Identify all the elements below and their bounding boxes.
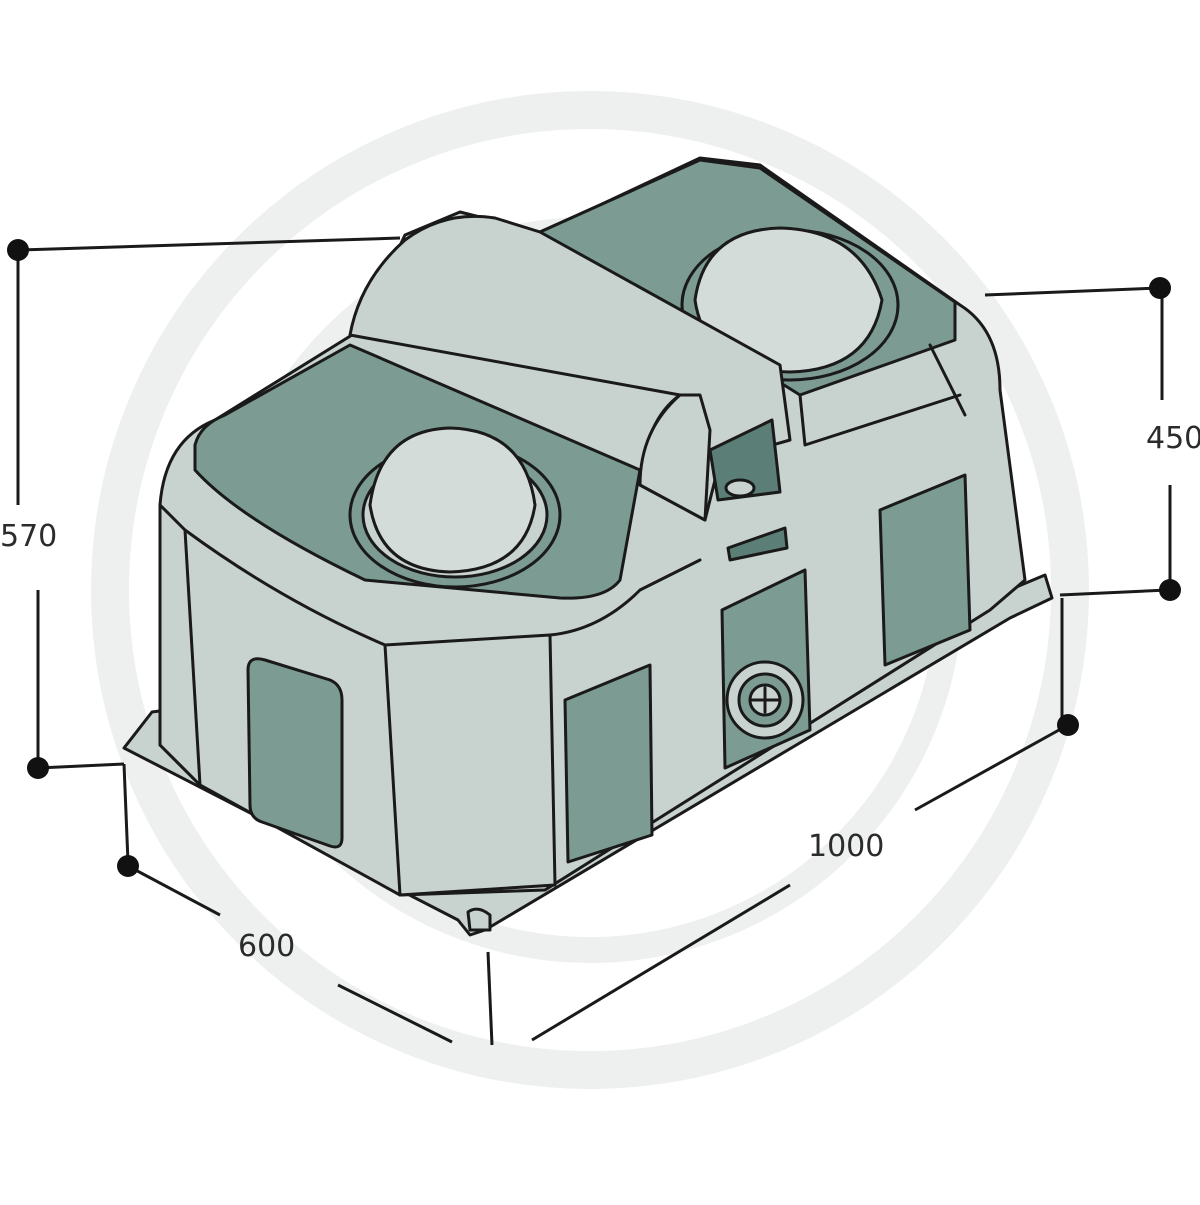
dimension-label-570: 570 [0, 519, 58, 554]
dim-570-bottom-dot [27, 757, 49, 779]
drain-valve-slot [750, 686, 780, 714]
dim-1000-right-dot [1057, 714, 1079, 736]
side-window-4 [878, 473, 972, 667]
dimension-lines [16, 236, 1172, 1046]
dimension-label-600: 600 [238, 929, 296, 964]
watermark-outer-ring [91, 91, 1089, 1089]
dim-1000-left-extension [486, 951, 494, 1046]
dim-450-bottom-extension [1059, 588, 1169, 597]
dim-600-left-dot [117, 855, 139, 877]
dim-600-line-upper [127, 864, 221, 917]
front-corner-panel [383, 633, 557, 897]
valve-box-hole [724, 478, 756, 498]
body-contour-front [183, 528, 702, 647]
left-corner-panel [158, 503, 202, 787]
dim-600-left-extension [122, 763, 130, 863]
dim-570-top-dot [7, 239, 29, 261]
dim-450-top-extension [984, 286, 1161, 297]
dim-450-top-dot [1149, 277, 1171, 299]
dim-570-top-extension [19, 236, 401, 252]
dimension-label-1000: 1000 [808, 829, 885, 864]
valve-box-opening [708, 418, 782, 502]
left-ball-valve-dome [368, 426, 537, 574]
center-cover-front [638, 393, 712, 522]
dimension-label-450: 450 [1146, 421, 1200, 456]
side-window-1 [246, 657, 344, 849]
body-contour-right [798, 343, 967, 447]
dim-570-bottom-extension [37, 762, 125, 770]
dim-1000-line-lower [531, 883, 791, 1042]
dim-1000-line-upper [914, 723, 1069, 812]
dim-450-bottom-dot [1159, 579, 1181, 601]
side-window-2 [563, 663, 654, 864]
valve-box-lower-slot [726, 526, 789, 562]
dim-600-line-lower [337, 983, 453, 1044]
dimension-dots [7, 239, 1181, 877]
base-notch [466, 907, 492, 932]
